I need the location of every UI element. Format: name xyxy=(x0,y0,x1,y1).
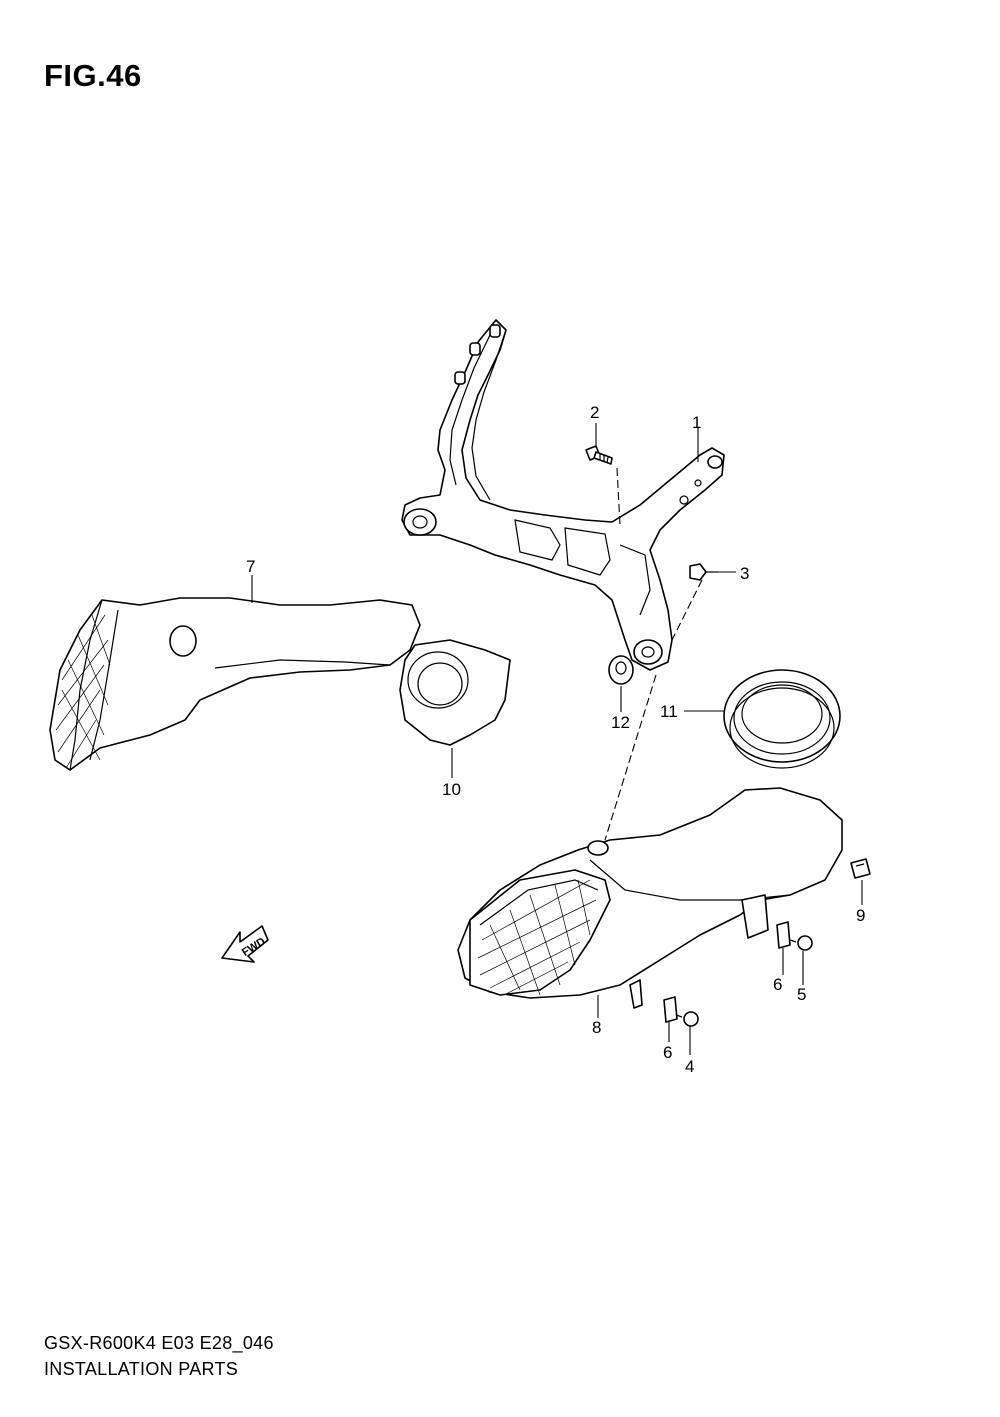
callout-5: 5 xyxy=(797,985,806,1004)
nut-part-lower[interactable] xyxy=(663,996,678,1023)
fairing-bracket-part[interactable] xyxy=(401,319,725,671)
callout-8: 8 xyxy=(592,1018,601,1037)
footer-caption: INSTALLATION PARTS xyxy=(44,1359,239,1379)
callout-1: 1 xyxy=(692,413,701,432)
callout-11: 11 xyxy=(660,702,678,721)
seal-ring-part[interactable] xyxy=(723,669,841,769)
footer-model-code: GSX-R600K4 E03 E28_046 xyxy=(44,1333,274,1353)
clip-part[interactable] xyxy=(689,563,718,581)
bolt-part[interactable] xyxy=(585,445,613,465)
nut-part[interactable] xyxy=(850,858,871,879)
callout-3: 3 xyxy=(740,564,749,583)
nut-part-upper[interactable] xyxy=(776,921,791,949)
grommet-part[interactable] xyxy=(608,655,634,685)
seal-boot-part[interactable] xyxy=(399,639,511,746)
callout-10: 10 xyxy=(442,780,461,799)
callout-2: 2 xyxy=(590,403,599,422)
callout-7: 7 xyxy=(246,557,255,576)
left-intake-duct-part[interactable] xyxy=(49,597,421,771)
forward-direction-arrow: FWD xyxy=(221,925,269,963)
callout-12: 12 xyxy=(611,713,630,732)
right-intake-duct-part[interactable] xyxy=(457,787,843,1009)
callout-9: 9 xyxy=(856,906,865,925)
screw-part-upper[interactable] xyxy=(789,935,813,951)
leader-lines xyxy=(251,423,863,1055)
callout-6-upper: 6 xyxy=(773,975,782,994)
figure-title: FIG.46 xyxy=(44,58,142,93)
screw-part-lower[interactable] xyxy=(675,1011,699,1027)
callout-4: 4 xyxy=(685,1057,694,1076)
callout-6-lower: 6 xyxy=(663,1043,672,1062)
